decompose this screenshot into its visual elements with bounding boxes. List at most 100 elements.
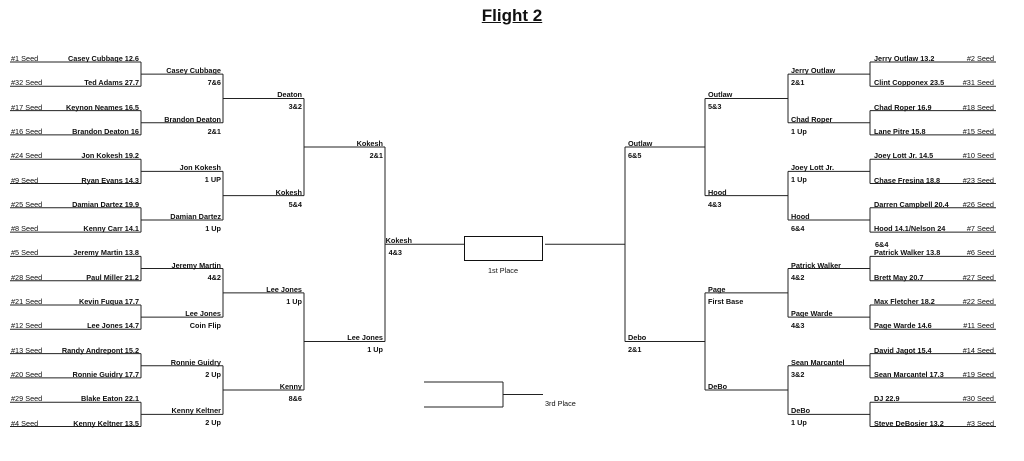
left-r2-score-3: 1 Up xyxy=(205,223,221,233)
left-r2-score-2: 1 UP xyxy=(204,175,221,185)
left-r3-score-3: 8&6 xyxy=(288,394,302,404)
left-final-winner: Kokesh xyxy=(385,236,412,246)
left-seed-8: #5 Seed xyxy=(11,248,39,258)
left-player-12: Randy Andrepont 15.2 xyxy=(61,345,139,355)
right-player-10: Max Fletcher 18.2 xyxy=(874,297,935,306)
left-r2-score-7: 2 Up xyxy=(205,418,221,428)
left-seed-5: #9 Seed xyxy=(11,175,39,185)
left-seed-2: #17 Seed xyxy=(11,102,43,112)
right-seed-1: #31 Seed xyxy=(962,78,994,88)
right-seed-4: #10 Seed xyxy=(962,151,994,161)
left-r4-winner-1: Lee Jones xyxy=(347,333,383,343)
right-r3-winner-3: DeBo xyxy=(708,382,728,392)
right-r3-winner-1: Hood xyxy=(708,187,727,197)
right-r4-score-0: 6&5 xyxy=(628,151,642,161)
left-seed-13: #20 Seed xyxy=(11,369,43,379)
right-r2-score-7: 1 Up xyxy=(791,418,807,428)
right-seed-9: #27 Seed xyxy=(962,272,994,282)
right-seed-7: #7 Seed xyxy=(966,224,994,234)
left-player-15: Kenny Keltner 13.5 xyxy=(73,418,139,428)
right-player-1: Clint Copponex 23.5 xyxy=(874,78,945,88)
left-seed-6: #25 Seed xyxy=(11,199,43,209)
left-seed-3: #16 Seed xyxy=(11,126,43,136)
right-r2-winner-3: Hood xyxy=(791,211,810,221)
right-seed-12: #14 Seed xyxy=(962,345,994,355)
left-player-14: Blake Eaton 22.1 xyxy=(81,394,139,404)
left-r3-score-1: 5&4 xyxy=(288,199,302,209)
right-r2-winner-0: Jerry Outlaw xyxy=(791,66,836,76)
right-r4-winner-1: Debo xyxy=(628,333,647,343)
left-r2-winner-4: Jeremy Martin xyxy=(171,260,221,270)
right-r2-score-3: 6&4 xyxy=(791,223,805,233)
right-r4-score-1: 2&1 xyxy=(628,345,642,355)
right-r3-winner-2: Page xyxy=(708,284,726,294)
left-r2-score-0: 7&6 xyxy=(207,78,221,88)
left-r2-winner-0: Casey Cubbage xyxy=(166,66,221,76)
right-r3-score-2: First Base xyxy=(708,296,744,306)
left-player-10: Kevin Fuqua 17.7 xyxy=(78,297,139,306)
left-seed-12: #13 Seed xyxy=(11,345,43,355)
right-player-4: Joey Lott Jr. 14.5 xyxy=(874,151,934,161)
right-r2-winner-6: Sean Marcantel xyxy=(791,357,845,367)
right-r2-winner-4: Patrick Walker xyxy=(791,260,842,270)
left-player-3: Brandon Deaton 16 xyxy=(72,126,139,136)
right-r4-winner-0: Outlaw xyxy=(628,139,653,149)
left-r2-winner-3: Damian Dartez xyxy=(170,211,221,221)
right-seed-13: #19 Seed xyxy=(962,369,994,379)
right-player-7: Hood 14.1/Nelson 24 xyxy=(874,224,946,234)
right-r2-score-4: 4&2 xyxy=(791,272,805,282)
third-place-label: 3rd Place xyxy=(545,399,576,408)
right-player-11: Page Warde 14.6 xyxy=(874,321,932,331)
left-r2-winner-2: Jon Kokesh xyxy=(179,163,221,173)
left-player-13: Ronnie Guidry 17.7 xyxy=(72,369,140,379)
right-player-5: Chase Fresina 18.8 xyxy=(874,175,941,185)
right-seed-15: #3 Seed xyxy=(966,418,994,428)
right-r2-winner-1: Chad Roper xyxy=(791,114,833,124)
left-seed-0: #1 Seed xyxy=(11,54,39,63)
left-seed-11: #12 Seed xyxy=(11,321,43,331)
left-r3-winner-2: Lee Jones xyxy=(266,284,302,294)
left-r2-score-4: 4&2 xyxy=(207,272,221,282)
first-place-box xyxy=(464,236,543,261)
left-player-8: Jeremy Martin 13.8 xyxy=(73,248,139,258)
left-player-11: Lee Jones 14.7 xyxy=(87,321,139,331)
right-player-3: Lane Pitre 15.8 xyxy=(874,126,926,136)
left-player-1: Ted Adams 27.7 xyxy=(84,78,139,88)
left-r2-winner-1: Brandon Deaton xyxy=(164,114,221,124)
right-seed-8: #6 Seed xyxy=(966,248,994,258)
right-player-15: Steve DeBosier 13.2 xyxy=(874,418,944,428)
right-r2-winner-2: Joey Lott Jr. xyxy=(791,163,834,173)
left-final-score: 4&3 xyxy=(388,248,402,258)
left-seed-7: #8 Seed xyxy=(11,224,39,234)
right-r2-score-0: 2&1 xyxy=(791,78,805,88)
left-r4-score-1: 1 Up xyxy=(367,345,383,355)
right-r2-score-5: 4&3 xyxy=(791,321,805,331)
left-player-2: Keynon Neames 16.5 xyxy=(65,102,139,112)
right-seed-0: #2 Seed xyxy=(966,54,994,63)
note-label: 6&4 xyxy=(875,240,889,249)
right-player-0: Jerry Outlaw 13.2 xyxy=(874,54,935,63)
left-seed-9: #28 Seed xyxy=(11,272,43,282)
right-player-8: Patrick Walker 13.8 xyxy=(874,248,941,258)
left-player-7: Kenny Carr 14.1 xyxy=(83,224,139,234)
right-player-9: Brett May 20.7 xyxy=(874,272,924,282)
right-r2-winner-5: Page Warde xyxy=(791,309,833,319)
right-player-14: DJ 22.9 xyxy=(874,394,900,404)
right-seed-14: #30 Seed xyxy=(962,394,994,404)
left-r2-winner-5: Lee Jones xyxy=(185,309,221,319)
right-r3-winner-0: Outlaw xyxy=(708,90,733,100)
right-player-2: Chad Roper 16.9 xyxy=(874,102,932,112)
left-player-6: Damian Dartez 19.9 xyxy=(72,199,139,209)
left-seed-4: #24 Seed xyxy=(11,151,43,161)
left-r3-winner-0: Deaton xyxy=(277,90,302,100)
left-r2-score-1: 2&1 xyxy=(207,126,221,136)
right-seed-5: #23 Seed xyxy=(962,175,994,185)
left-seed-15: #4 Seed xyxy=(11,418,39,428)
right-player-12: David Jagot 15.4 xyxy=(874,345,932,355)
left-r3-winner-3: Kenny xyxy=(279,382,302,392)
left-r2-score-5: Coin Flip xyxy=(189,321,221,331)
left-player-5: Ryan Evans 14.3 xyxy=(81,175,139,185)
left-r2-winner-7: Kenny Keltner xyxy=(171,406,221,416)
right-seed-2: #18 Seed xyxy=(962,102,994,112)
